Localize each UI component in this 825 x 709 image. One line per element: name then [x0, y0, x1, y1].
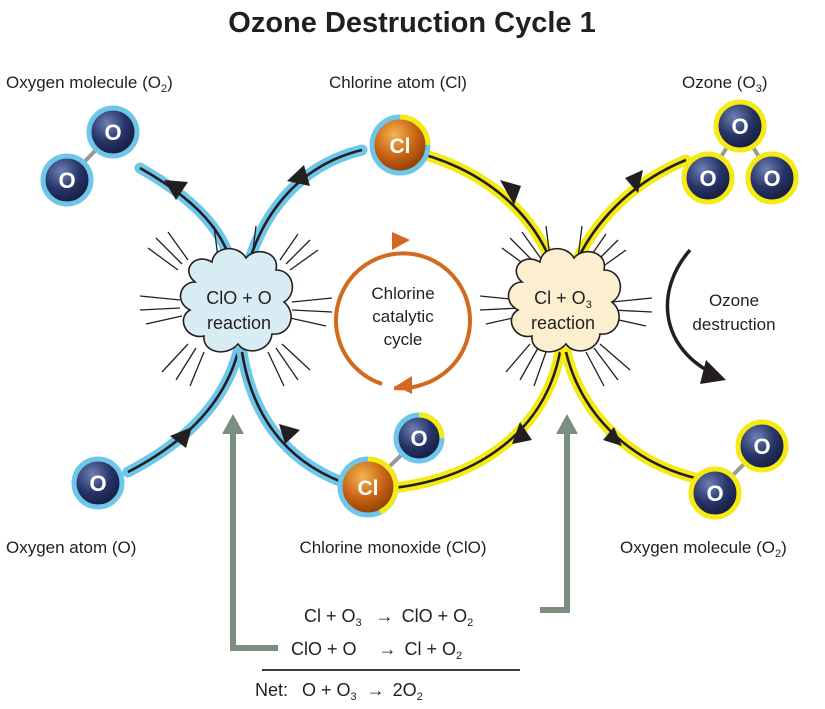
cycle-line3: cycle [384, 330, 423, 349]
left-reaction-line2: reaction [207, 313, 271, 333]
arrow-ozone-to-reaction-icon [625, 170, 643, 193]
oxygen-molecule-bottom-icon: O O [688, 419, 789, 520]
arrow-from-oxygen-atom-icon [170, 427, 192, 448]
svg-text:O: O [731, 114, 748, 139]
svg-text:O: O [699, 166, 716, 191]
svg-text:Cl: Cl [358, 477, 379, 500]
cycle-line2: catalytic [372, 307, 434, 326]
green-arrow-right-icon [556, 414, 578, 434]
equation-net: Net:O + O3→2O2 [255, 680, 423, 703]
svg-text:O: O [410, 426, 427, 451]
ozone-molecule-icon: O O O [681, 99, 799, 205]
chlorine-monoxide-icon: O Cl [337, 412, 445, 518]
svg-text:O: O [706, 481, 723, 506]
right-reaction-burst [479, 225, 653, 387]
oxygen-molecule-top-icon: O O [40, 105, 140, 207]
ozone-destruction-line1: Ozone [709, 291, 759, 310]
left-reaction-burst [139, 225, 333, 387]
svg-text:Cl: Cl [390, 135, 411, 158]
arrow-to-oxygen-molecule-icon [164, 180, 188, 200]
cycle-arrow-bottom-icon [396, 376, 412, 394]
arrow-from-chlorine-monoxide-icon [279, 424, 300, 444]
label-ozone: Ozone (O3) [682, 73, 768, 95]
green-feedback-arrows [222, 414, 578, 651]
label-oxygen-molecule-bottom: Oxygen molecule (O2) [620, 538, 787, 560]
catalytic-cycle-ring [334, 232, 472, 394]
equation-2: ClO + O→Cl + O2 [291, 639, 462, 662]
svg-text:O: O [104, 120, 121, 145]
svg-text:O: O [89, 471, 106, 496]
blue-reaction-paths [122, 144, 368, 488]
cycle-arrow-top-icon [392, 232, 410, 250]
right-reaction-line1: Cl + O3 [534, 288, 592, 311]
chlorine-atom-icon: Cl [369, 114, 431, 176]
arrow-reaction-to-chlorine-monoxide-icon [512, 422, 532, 444]
right-reaction-cloud [507, 247, 622, 353]
label-chlorine-atom: Chlorine atom (Cl) [329, 73, 467, 92]
svg-text:O: O [58, 168, 75, 193]
ozone-destruction-arrow-icon [665, 248, 711, 374]
svg-text:O: O [763, 166, 780, 191]
arrow-reaction-to-oxygen-molecule-icon [603, 427, 622, 446]
arrow-chlorine-to-reaction-icon [500, 180, 521, 205]
cycle-line1: Chlorine [371, 284, 434, 303]
ozone-destruction-arrowhead-icon [700, 360, 726, 384]
label-chlorine-monoxide: Chlorine monoxide (ClO) [299, 538, 486, 557]
right-reaction-line2: reaction [531, 313, 595, 333]
green-arrow-left-icon [222, 414, 244, 434]
equation-1: Cl + O3→ClO + O2 [304, 606, 473, 629]
svg-text:O: O [753, 434, 770, 459]
ozone-destruction-line2: destruction [692, 315, 775, 334]
left-reaction-cloud [179, 247, 294, 353]
arrow-to-chlorine-atom-icon [287, 165, 310, 186]
oxygen-atom-icon: O [71, 456, 125, 510]
label-oxygen-molecule-top: Oxygen molecule (O2) [6, 73, 173, 95]
label-oxygen-atom: Oxygen atom (O) [6, 538, 136, 557]
left-reaction-line1: ClO + O [206, 288, 272, 308]
diagram-title: Ozone Destruction Cycle 1 [228, 7, 595, 39]
